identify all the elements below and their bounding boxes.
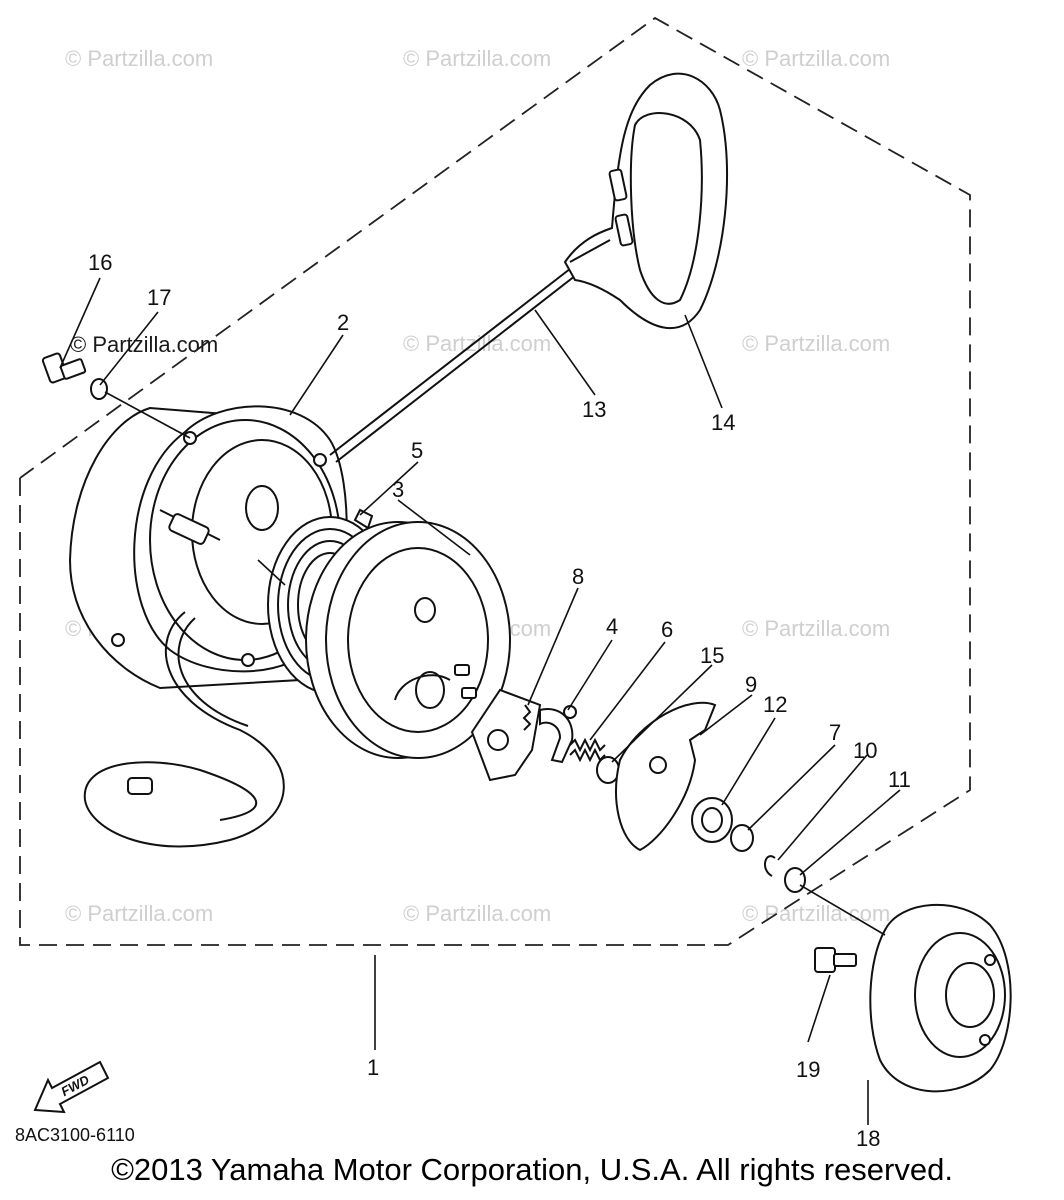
watermark-dark: © Partzilla.com [70,332,218,357]
callout-15: 15 [700,643,724,668]
callout-4: 4 [606,614,618,639]
alignment-line [799,884,886,936]
callout-5: 5 [411,438,423,463]
washer-12-part [691,797,733,843]
watermark: © Partzilla.com [403,46,551,71]
callout-3: 3 [392,477,404,502]
ratchet-part [470,688,542,782]
watermark: © Partzilla.com [65,901,213,926]
starter-pulley-part [869,904,1012,1093]
callout-14: 14 [711,410,735,435]
callout-10: 10 [853,738,877,763]
callout-12: 12 [763,692,787,717]
callout-9: 9 [745,672,757,697]
watermark: © Partzilla.com [742,331,890,356]
starter-rope-part [329,264,576,456]
callout-17: 17 [147,285,171,310]
circlip-part [764,855,776,877]
callout-6: 6 [661,617,673,642]
callout-16: 16 [88,250,112,275]
callout-labels: 1 2 3 4 5 6 7 8 9 10 11 12 13 14 15 16 1… [88,250,911,1151]
watermark: © Partzilla.com [403,901,551,926]
drive-pulley-part [305,521,511,759]
watermark: © Partzilla.com [742,901,890,926]
watermark: © Partzilla.com [742,46,890,71]
diagram-code: 8AC3100-6110 [15,1125,135,1145]
alignment-line [257,559,286,586]
leader-lines [59,277,901,1125]
callout-13: 13 [582,397,606,422]
callout-19: 19 [796,1057,820,1082]
alignment-line [104,391,191,439]
ratchet-plate-part [615,701,717,852]
callout-18: 18 [856,1126,880,1151]
callout-7: 7 [829,720,841,745]
washer-12-hole [701,807,723,833]
starter-handle-part [563,72,729,329]
bolt-16-part [41,352,87,384]
callout-8: 8 [572,564,584,589]
washer-7-part [730,824,754,852]
rope-coil [83,611,285,848]
fwd-arrow-icon: FWD [33,1060,110,1114]
watermark: © Partzilla.com [742,616,890,641]
callout-11: 11 [888,767,911,792]
copyright-notice: ©2013 Yamaha Motor Corporation, U.S.A. A… [111,1152,953,1187]
collar-part [784,867,806,893]
watermark: © Partzilla.com [65,46,213,71]
spring-part [569,737,606,763]
bolt-19-part [814,947,857,973]
starter-rope-edge [335,271,581,463]
friction-spring-part [522,704,532,731]
assembly-boundary [19,16,971,946]
washer-17-part [90,378,108,400]
callout-1: 1 [367,1055,379,1080]
callout-2: 2 [337,310,349,335]
